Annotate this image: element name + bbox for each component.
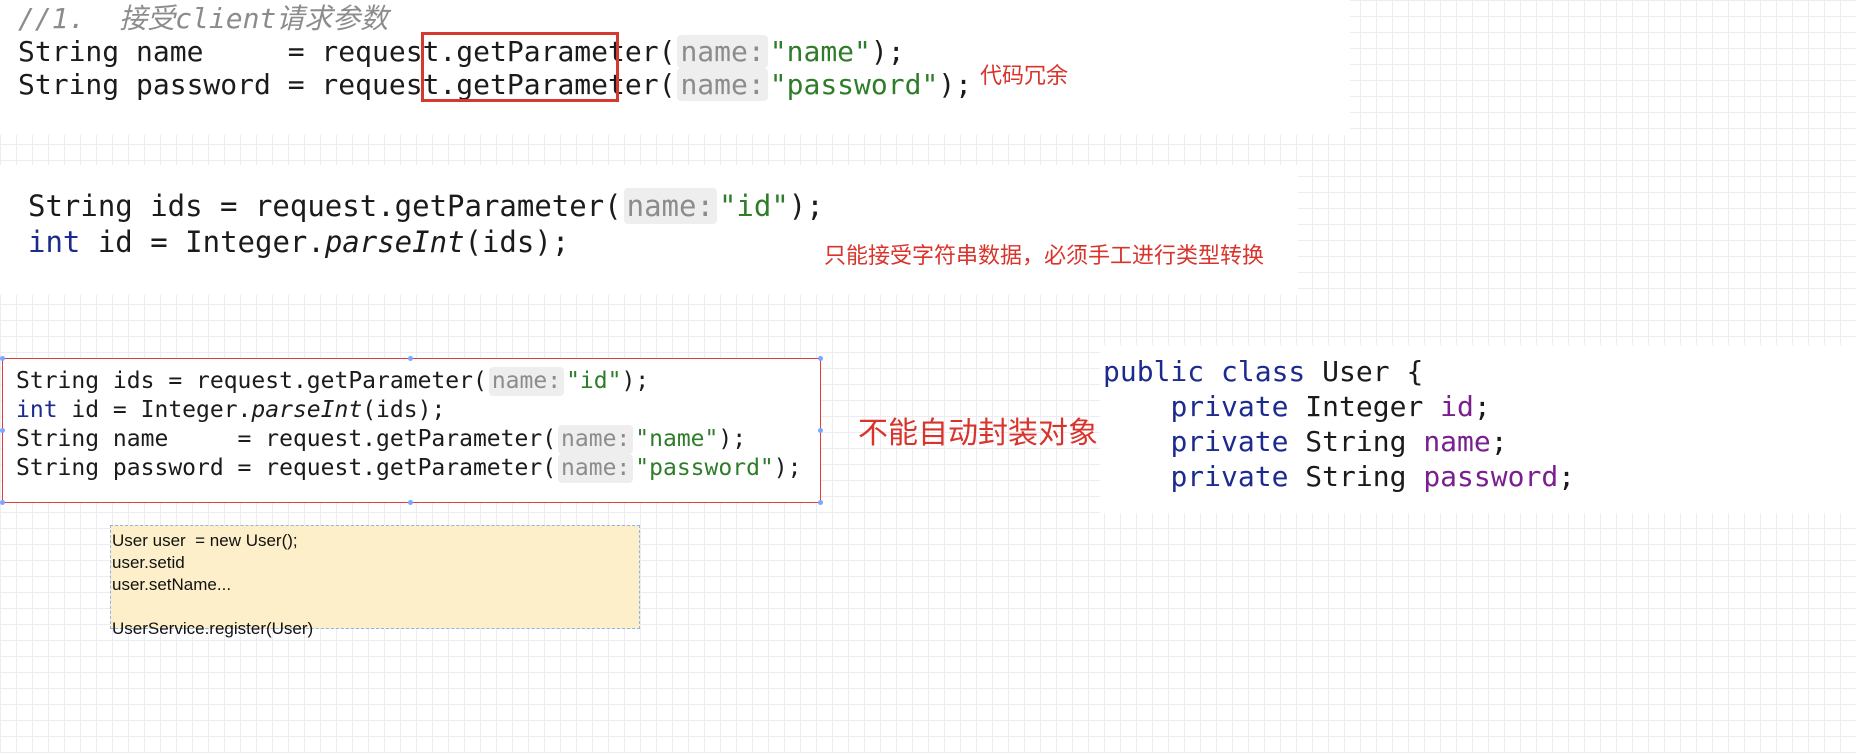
param-hint: name:: [677, 35, 768, 68]
field-id: private Integer id;: [1170, 390, 1491, 423]
param-hint: name:: [623, 188, 717, 224]
code-line-password: String password = request.getParameter(n…: [16, 454, 802, 483]
code-block-user-class: public class User { private Integer id; …: [1103, 354, 1575, 494]
code-line-parseint: int id = Integer.parseInt(ids);: [16, 397, 446, 423]
selection-handle[interactable]: [818, 356, 823, 361]
code-line-parseint: int id = Integer.parseInt(ids);: [28, 225, 570, 259]
code-line-name: String name = request.getParameter(name:…: [16, 425, 747, 454]
param-hint: name:: [558, 454, 634, 483]
selection-handle[interactable]: [818, 500, 823, 505]
sticky-line: UserService.register(User): [112, 619, 314, 638]
selection-handle[interactable]: [0, 500, 5, 505]
sticky-note-manual-wrap[interactable]: User user = new User(); user.setid user.…: [110, 525, 640, 638]
code-comment: //1. 接受client请求参数: [18, 2, 389, 35]
param-hint: name:: [488, 367, 565, 396]
field-password: private String password;: [1170, 460, 1576, 493]
sticky-line: user.setName...: [112, 575, 232, 594]
code-panel-repetition: [0, 0, 1350, 135]
code-line-ids: String ids = request.getParameter(name:"…: [28, 188, 824, 224]
sticky-line: user.setid: [112, 553, 185, 572]
selection-handle[interactable]: [408, 356, 413, 361]
code-block-encapsulation: String ids = request.getParameter(name:"…: [16, 367, 801, 483]
code-panel-user-class: [1100, 345, 1856, 513]
annotation-redundant-code: 代码冗余: [980, 64, 1069, 89]
selection-handle[interactable]: [0, 428, 5, 433]
annotation-no-auto-wrap: 不能自动封装对象: [858, 416, 1098, 451]
code-line-ids: String ids = request.getParameter(name:"…: [16, 367, 650, 396]
param-hint: name:: [558, 425, 634, 454]
class-declaration: public class User {: [1103, 355, 1424, 388]
selection-handle[interactable]: [0, 356, 5, 361]
code-line-password: String password = request.getParameter(n…: [18, 68, 973, 101]
code-line-name: String name = request.getParameter(name:…: [18, 35, 905, 68]
annotation-string-only: 只能接受字符串数据，必须手工进行类型转换: [824, 244, 1265, 269]
code-panel-conversion: [0, 165, 1298, 295]
field-name: private String name;: [1170, 425, 1508, 458]
code-block-conversion: String ids = request.getParameter(name:"…: [28, 188, 824, 260]
highlight-box-getparameter: [421, 32, 619, 102]
param-hint: name:: [677, 68, 768, 101]
sticky-line: [112, 596, 638, 618]
sticky-line: User user = new User();: [112, 531, 298, 550]
selection-handle[interactable]: [408, 500, 413, 505]
selection-handle[interactable]: [818, 428, 823, 433]
